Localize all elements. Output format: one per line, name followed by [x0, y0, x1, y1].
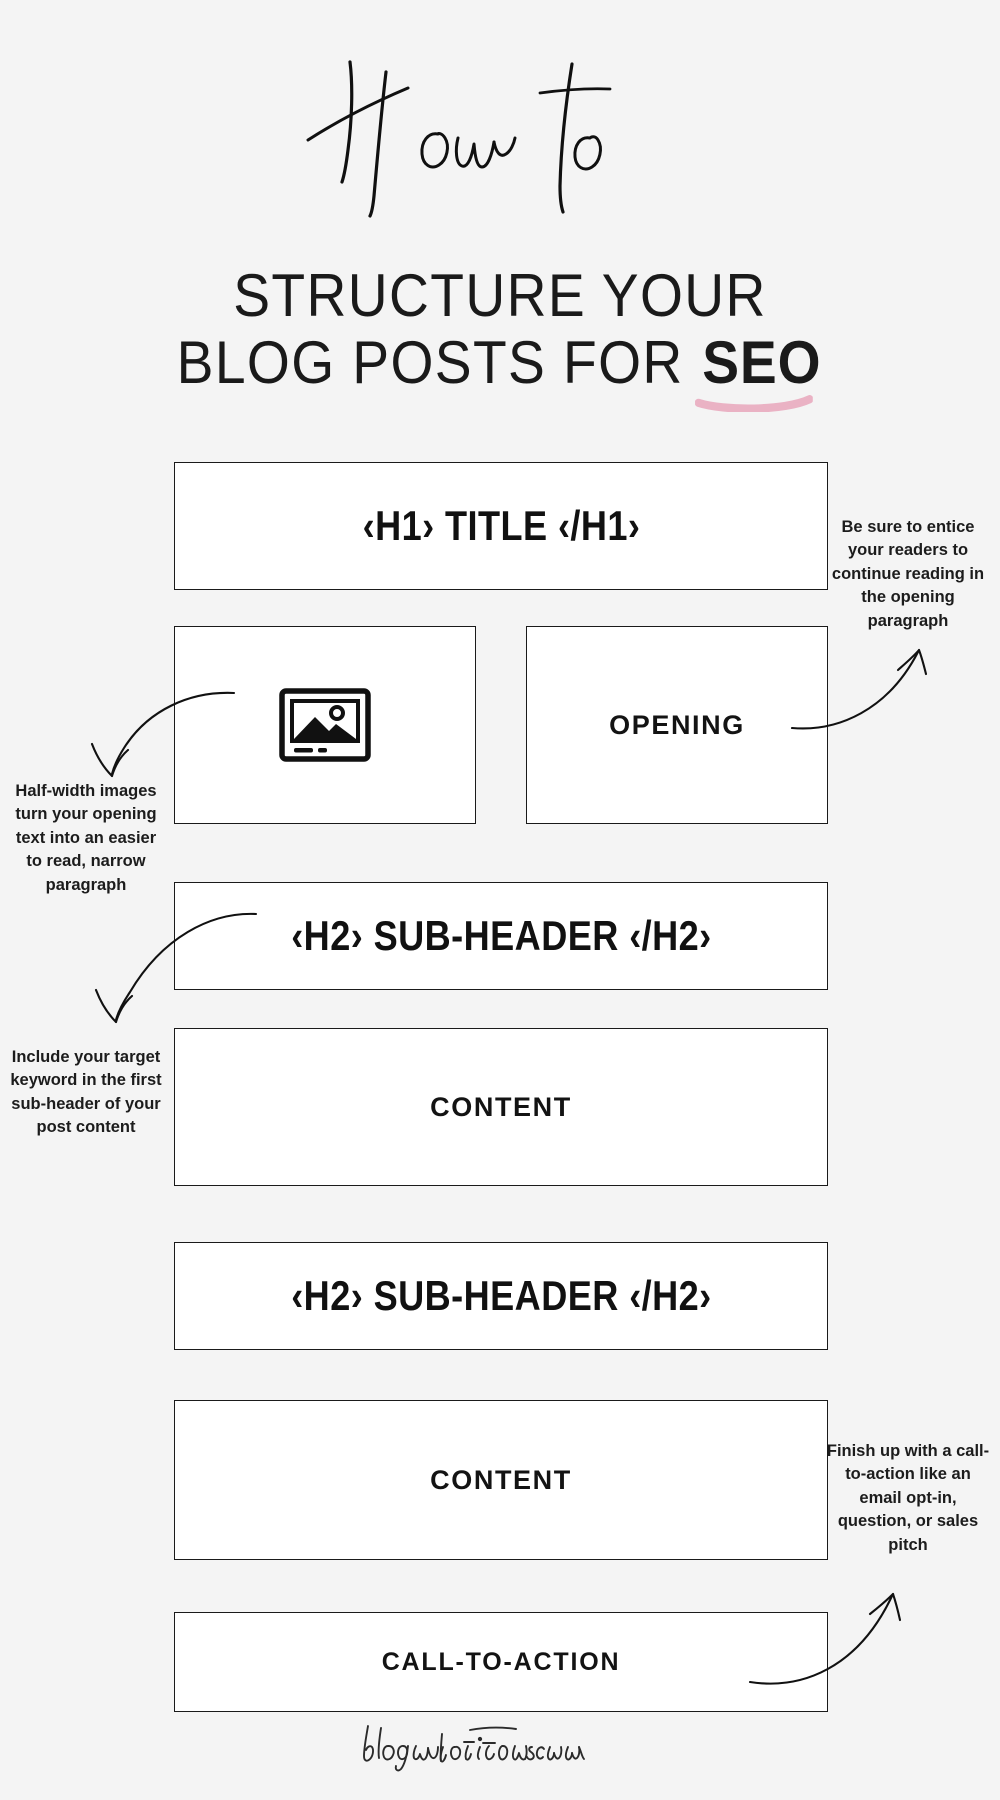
annotation-opening: Be sure to entice your readers to contin…: [831, 518, 985, 630]
annotation-half-width-image: Half-width images turn your opening text…: [15, 782, 157, 894]
wireframe-box-opening[interactable]: OPENING: [526, 626, 828, 824]
footer-watermark-artwork: [363, 1725, 585, 1772]
wireframe-box-content-2[interactable]: CONTENT: [174, 1400, 828, 1560]
headline-line-2: BLOG POSTS FOR SEO: [40, 329, 960, 413]
wireframe-box-h2-1-label: ‹H2› SUB-HEADER ‹/H2›: [290, 912, 712, 959]
footer-watermark: [0, 1716, 1000, 1774]
wireframe-box-content-2-label: CONTENT: [430, 1464, 572, 1495]
annotation-keyword: Include your target keyword in the first…: [10, 1048, 162, 1137]
wireframe-box-cta-label: CALL-TO-ACTION: [381, 1647, 621, 1676]
headline-line-1: STRUCTURE YOUR: [233, 262, 767, 329]
wireframe-box-content-1[interactable]: CONTENT: [174, 1028, 828, 1186]
wireframe-box-h2-2[interactable]: ‹H2› SUB-HEADER ‹/H2›: [174, 1242, 828, 1350]
wireframe-box-h1-label: ‹H1› TITLE ‹/H1›: [362, 502, 640, 549]
script-heading-how-to: [0, 46, 1000, 226]
wireframe-box-h1[interactable]: ‹H1› TITLE ‹/H1›: [174, 462, 828, 590]
image-placeholder-icon: [279, 688, 371, 762]
wireframe-box-opening-label: OPENING: [609, 709, 745, 740]
headline-line-2-prefix: BLOG POSTS FOR: [176, 329, 701, 397]
script-heading-artwork: [306, 60, 612, 218]
wireframe-box-cta[interactable]: CALL-TO-ACTION: [174, 1612, 828, 1712]
headline-highlight-seo: SEO: [694, 329, 823, 413]
wireframe-box-content-1-label: CONTENT: [430, 1091, 572, 1122]
wireframe-box-image[interactable]: [174, 626, 476, 824]
annotation-cta: Finish up with a call-to-action like an …: [826, 1442, 990, 1554]
wireframe-box-h2-2-label: ‹H2› SUB-HEADER ‹/H2›: [290, 1272, 712, 1319]
wireframe-box-h2-1[interactable]: ‹H2› SUB-HEADER ‹/H2›: [174, 882, 828, 990]
page-title: STRUCTURE YOUR BLOG POSTS FOR SEO: [40, 262, 960, 413]
